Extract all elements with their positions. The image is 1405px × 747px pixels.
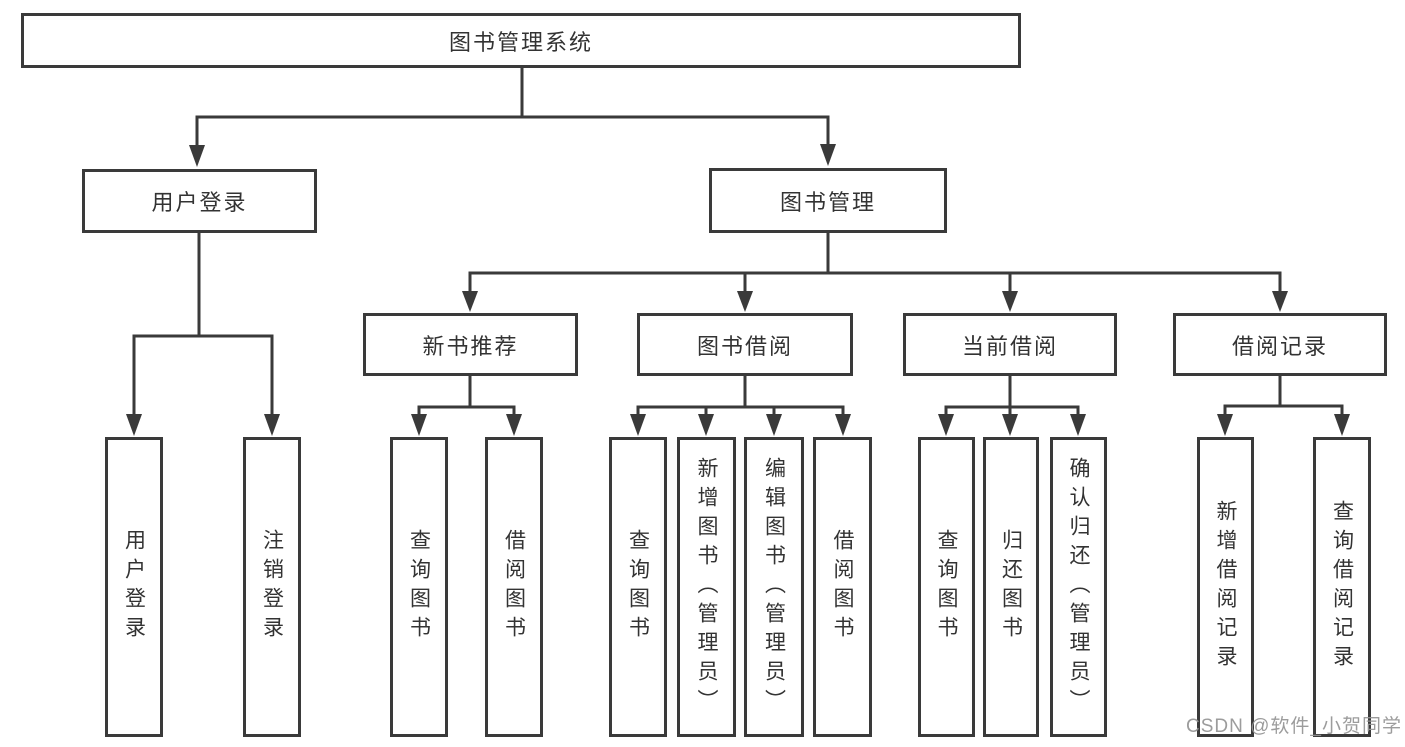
node-label: 查询图书 bbox=[935, 529, 958, 645]
csdn-watermark: CSDN @软件_小贺同学 bbox=[1186, 716, 1402, 737]
node-borrowing-records: 借阅记录 bbox=[1173, 313, 1387, 376]
node-label: 查询图书 bbox=[407, 529, 431, 645]
arrow-down-icon bbox=[835, 414, 851, 436]
arrow-down-icon bbox=[1070, 414, 1086, 436]
node-label: 查询借阅记录 bbox=[1330, 500, 1354, 674]
arrow-down-icon bbox=[1217, 414, 1233, 436]
node-label: 图书管理系统 bbox=[448, 29, 593, 55]
connector-user-login-split bbox=[126, 231, 280, 436]
arrow-down-icon bbox=[506, 414, 522, 436]
arrow-down-icon bbox=[938, 414, 954, 436]
arrow-down-icon bbox=[1272, 291, 1288, 312]
node-label: 图书借阅 bbox=[696, 333, 793, 359]
node-label: 归还图书 bbox=[999, 529, 1023, 645]
arrow-down-icon bbox=[1002, 291, 1018, 312]
connector-new-book-split bbox=[411, 374, 522, 436]
node-leaf-query-borrow-record: 查询借阅记录 bbox=[1313, 437, 1371, 737]
node-label: 编辑图书（管理员） bbox=[762, 456, 786, 718]
node-leaf-user-login: 用户登录 bbox=[105, 437, 163, 737]
node-label: 查询图书 bbox=[626, 529, 650, 645]
node-label: 新书推荐 bbox=[422, 333, 519, 359]
arrow-down-icon bbox=[698, 414, 714, 436]
arrow-down-icon bbox=[1334, 414, 1350, 436]
node-label: 借阅图书 bbox=[502, 529, 526, 645]
arrow-down-icon bbox=[462, 291, 478, 312]
node-leaf-add-borrow-record: 新增借阅记录 bbox=[1197, 437, 1254, 737]
node-label: 用户登录 bbox=[151, 190, 248, 215]
node-leaf-confirm-return-admin: 确认归还（管理员） bbox=[1050, 437, 1107, 737]
node-label: 新增借阅记录 bbox=[1214, 500, 1237, 674]
node-label: 图书管理 bbox=[779, 189, 876, 215]
arrow-down-icon bbox=[1002, 414, 1018, 436]
node-leaf-logout: 注销登录 bbox=[243, 437, 301, 737]
arrow-down-icon bbox=[820, 144, 836, 166]
node-label: 注销登录 bbox=[260, 529, 284, 645]
node-leaf-query-books-2: 查询图书 bbox=[609, 437, 667, 737]
connector-book-borrow-split bbox=[630, 374, 851, 436]
node-user-login: 用户登录 bbox=[82, 169, 317, 233]
node-library-management-system: 图书管理系统 bbox=[21, 13, 1021, 68]
node-leaf-borrow-books-1: 借阅图书 bbox=[485, 437, 543, 737]
connector-current-borrow-split bbox=[938, 374, 1086, 436]
node-current-borrowing: 当前借阅 bbox=[903, 313, 1117, 376]
node-label: 确认归还（管理员） bbox=[1067, 456, 1090, 718]
arrow-down-icon bbox=[264, 414, 280, 436]
node-leaf-query-books-3: 查询图书 bbox=[918, 437, 975, 737]
arrow-down-icon bbox=[630, 414, 646, 436]
node-label: 用户登录 bbox=[122, 529, 146, 645]
node-leaf-query-books-1: 查询图书 bbox=[390, 437, 448, 737]
arrow-down-icon bbox=[126, 414, 142, 436]
arrow-down-icon bbox=[411, 414, 427, 436]
arrow-down-icon bbox=[737, 291, 753, 312]
arrow-down-icon bbox=[766, 414, 782, 436]
node-leaf-edit-books-admin: 编辑图书（管理员） bbox=[744, 437, 804, 737]
connector-borrow-records-split bbox=[1217, 374, 1350, 436]
node-label: 当前借阅 bbox=[961, 333, 1058, 359]
node-label: 借阅记录 bbox=[1231, 333, 1328, 359]
connector-root-split bbox=[189, 66, 836, 167]
node-book-management: 图书管理 bbox=[709, 168, 947, 233]
node-leaf-borrow-books-2: 借阅图书 bbox=[813, 437, 872, 737]
node-label: 借阅图书 bbox=[831, 529, 854, 645]
node-leaf-return-books: 归还图书 bbox=[983, 437, 1039, 737]
node-new-book-recommendation: 新书推荐 bbox=[363, 313, 578, 376]
arrow-down-icon bbox=[189, 145, 205, 167]
node-leaf-add-books-admin: 新增图书（管理员） bbox=[677, 437, 736, 737]
connector-book-management-split bbox=[462, 231, 1288, 312]
node-label: 新增图书（管理员） bbox=[695, 456, 718, 718]
node-book-borrowing: 图书借阅 bbox=[637, 313, 853, 376]
